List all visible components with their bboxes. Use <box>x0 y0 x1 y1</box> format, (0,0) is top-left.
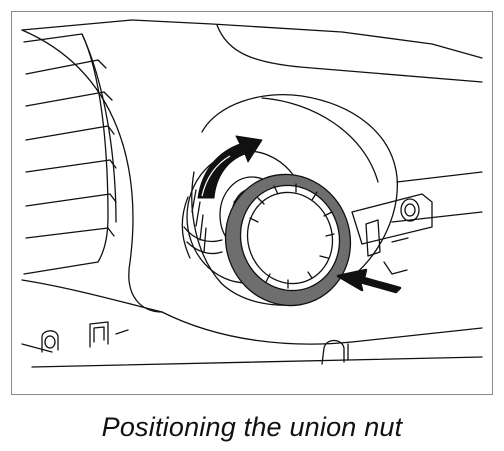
figure-frame <box>11 11 493 395</box>
mounting-bracket-right <box>351 193 433 275</box>
rotation-arrow-icon <box>197 135 263 199</box>
union-nut-illustration <box>21 19 483 368</box>
mounting-tabs-lower <box>41 321 349 365</box>
union-nut-ring <box>224 173 352 307</box>
socket-housing <box>191 94 483 306</box>
ventilation-grille <box>21 29 163 313</box>
figure-caption: Positioning the union nut <box>101 412 403 442</box>
housing-body <box>21 19 483 368</box>
push-arrow-icon <box>336 268 402 294</box>
